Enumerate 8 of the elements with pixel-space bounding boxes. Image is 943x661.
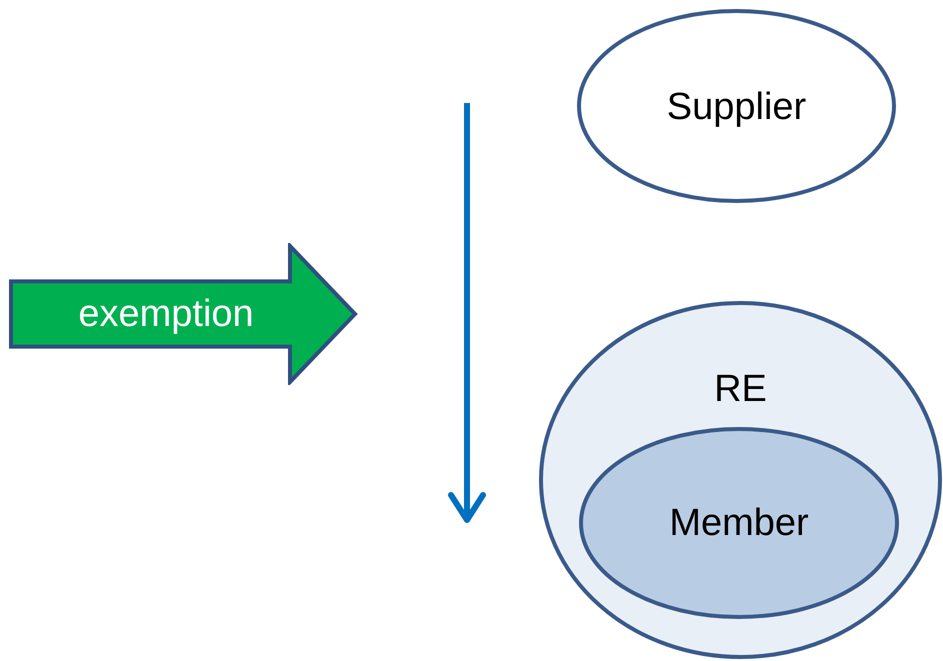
inner-ellipse [578, 426, 900, 620]
node-label: Supplier [666, 86, 806, 129]
node-label: RE [714, 368, 767, 411]
block-arrow [8, 243, 358, 385]
node-label: Member [669, 502, 809, 545]
outer-ellipse [538, 300, 943, 660]
supplier-ellipse [576, 8, 897, 204]
node-label: exemption [78, 293, 254, 336]
